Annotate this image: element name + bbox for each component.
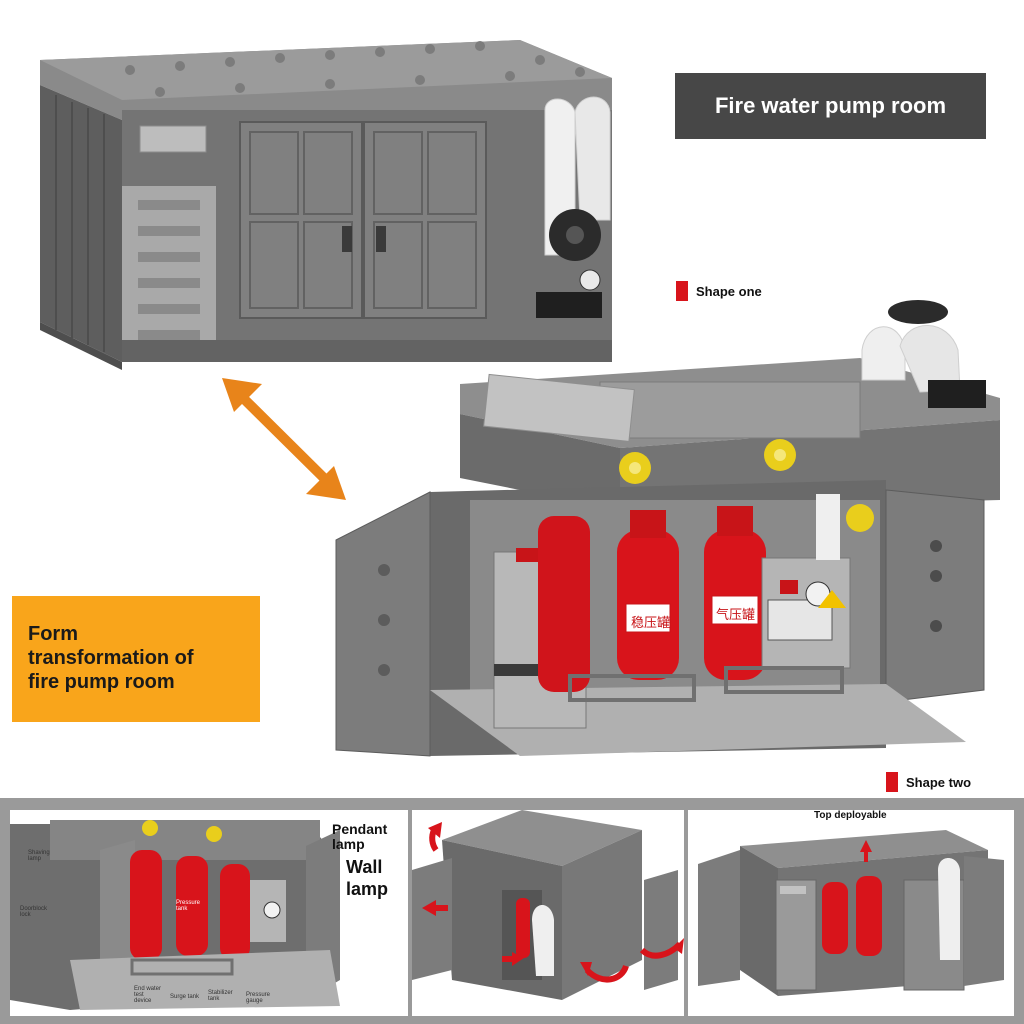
label-door-lock: Doorblock lock	[20, 906, 48, 918]
label-end-water-test: End water test device	[134, 986, 162, 1004]
legend-shape-one-label: Shape one	[696, 283, 762, 299]
label-surge-tank: Surge tank	[170, 994, 200, 1000]
tank-label-stabilizer: 稳压罐	[631, 615, 671, 630]
legend-shape-one: Shape one	[676, 281, 762, 301]
interior-closeup	[10, 820, 340, 1010]
detail-panel-opening	[412, 810, 684, 1016]
red-marker-icon	[886, 772, 898, 792]
callout-pendant-lamp: Pendant lamp	[332, 821, 388, 852]
label-pressure-gauge: Pressure gauge	[246, 992, 271, 1004]
label-pressure-tank: Pressure tank	[176, 900, 201, 912]
label-shaving-lamp: Shaving lamp	[28, 850, 50, 862]
detail-panel-interior: Shaving lamp Doorblock lock Pressure tan…	[10, 810, 408, 1016]
title-text: Fire water pump room	[714, 93, 947, 118]
top-deployable-container	[698, 830, 1004, 996]
red-marker-icon	[676, 281, 688, 301]
callout-top-deployable: Top deployable	[814, 810, 887, 821]
caption-box	[12, 596, 260, 722]
caption-text: Form transformation of fire pump room	[28, 623, 194, 693]
legend-shape-two: Shape two	[886, 772, 971, 792]
legend-shape-two-label: Shape two	[906, 774, 972, 790]
title-banner: Fire water pump room	[675, 73, 986, 139]
opening-container	[412, 810, 684, 1000]
detail-panel-top-deployable: Top deployable	[688, 810, 1014, 1016]
callout-wall-lamp: Wall lamp	[346, 857, 389, 899]
tank-label-air-pressure: 气压罐	[716, 607, 756, 622]
label-stabilizer-tank: Stabilizer tank	[208, 990, 233, 1002]
